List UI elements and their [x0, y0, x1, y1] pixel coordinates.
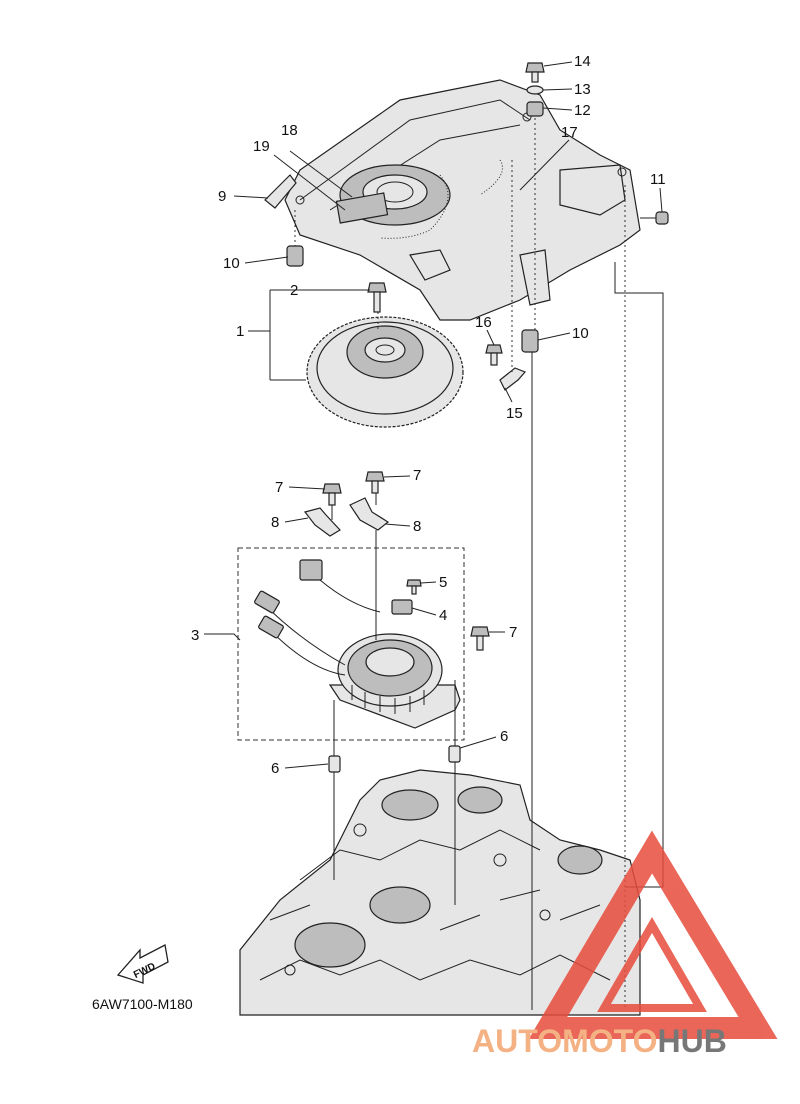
callout-7-left: 7 [275, 479, 283, 496]
callout-14: 14 [574, 53, 591, 70]
bolt-7-right [470, 626, 490, 651]
pulser-coil-4 [391, 599, 413, 615]
diagram-code: 6AW7100-M180 [92, 996, 193, 1012]
callout-11: 11 [650, 171, 666, 188]
flywheel-cover [264, 79, 641, 321]
callout-17: 17 [561, 124, 578, 141]
grommet-11 [640, 211, 669, 225]
stator-wiring [254, 559, 381, 676]
watermark-logo [528, 830, 778, 1039]
fwd-arrow: FWD [116, 944, 169, 984]
power-head [239, 769, 641, 1016]
grommet-10-left [286, 245, 304, 267]
callout-numbers: 1 2 3 4 5 6 6 7 7 7 8 8 9 10 10 11 12 13… [191, 53, 666, 777]
grommet-12 [526, 101, 544, 117]
callout-3: 3 [191, 627, 199, 644]
flywheel-bolt-2 [367, 282, 387, 313]
callout-leaders [204, 61, 663, 769]
bolt-16 [485, 344, 503, 366]
callout-5: 5 [439, 574, 447, 591]
callout-12: 12 [574, 102, 591, 119]
screw-5 [406, 579, 422, 595]
watermark-part-moto: MOTO [562, 1023, 657, 1059]
callout-1: 1 [236, 323, 244, 340]
alignment-lines [294, 118, 664, 1010]
callout-7-right: 7 [509, 624, 517, 641]
washer-13 [526, 85, 544, 95]
callout-10-left: 10 [223, 255, 240, 272]
stator-coil [328, 633, 461, 729]
watermark-part-auto: AUTO [472, 1023, 562, 1059]
callout-15: 15 [506, 405, 523, 422]
callout-2: 2 [290, 282, 298, 299]
callout-9: 9 [218, 188, 226, 205]
callout-4: 4 [439, 607, 447, 624]
callout-8-right: 8 [413, 518, 421, 535]
callout-19: 19 [253, 138, 270, 155]
callout-16: 16 [475, 314, 492, 331]
dowel-pin-6-left [328, 755, 341, 773]
stator-assembly-box [237, 547, 465, 741]
clamp-8-right [349, 497, 390, 531]
callout-7-center: 7 [413, 467, 421, 484]
watermark-triangle-icon [528, 830, 778, 1039]
bolt-7-left [322, 483, 342, 506]
flywheel-rotor [306, 316, 464, 428]
dowel-pin-6-right [448, 745, 461, 763]
bolt-7-center [365, 471, 385, 494]
watermark-triangle-inner-icon [597, 917, 707, 1012]
clamp-8-left [303, 507, 341, 537]
bolt-14 [525, 62, 545, 83]
callout-8-left: 8 [271, 514, 279, 531]
watermark-text: AUTOMOTOHUB [472, 1023, 727, 1059]
grommet-10-right [521, 329, 539, 353]
watermark-part-hub: HUB [657, 1023, 726, 1059]
callout-18: 18 [281, 122, 298, 139]
callout-6-left: 6 [271, 760, 279, 777]
callout-13: 13 [574, 81, 591, 98]
callout-6-right: 6 [500, 728, 508, 745]
callout-10-right: 10 [572, 325, 589, 342]
